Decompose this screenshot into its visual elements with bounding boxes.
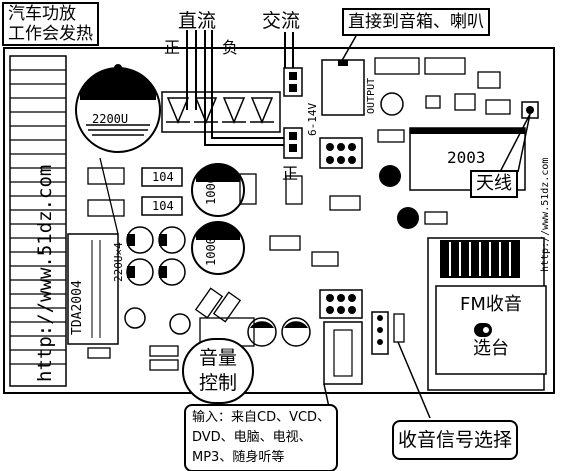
- speaker-output-label: 直接到音箱、喇叭: [342, 8, 490, 36]
- ac-connector: [283, 67, 303, 97]
- bridge-diodes: [161, 91, 281, 133]
- car-amp-note-line2: 工作会发热: [8, 24, 93, 44]
- silk-104-b: 104: [152, 199, 174, 213]
- input-source-label: 输入：来自CD、VCD、 DVD、电脑、电视、 MP3、随身听等: [184, 404, 339, 471]
- fm-label-line2: 选台: [473, 338, 509, 359]
- silk-1000u-b: 1000U: [204, 229, 218, 266]
- silk-2200u: 2200U: [92, 112, 129, 126]
- capacitor-2200u-stripe: [80, 67, 156, 100]
- heatsink-fins: [10, 69, 66, 365]
- input-jack: [323, 321, 363, 385]
- input-source-line1: 输入：来自CD、VCD、: [192, 410, 331, 425]
- volume-label: 音量 控制: [182, 338, 254, 404]
- car-amp-note: 汽车功放 工作会发热: [2, 2, 99, 46]
- fm-label: FM收音 选台: [446, 292, 536, 362]
- silk-1000u-a: 1000U: [204, 168, 218, 205]
- output-connector: [321, 59, 365, 116]
- silk-tda2004: TDA2004: [70, 280, 85, 335]
- capacitors-220u: [126, 226, 186, 286]
- power-leader-lines: [186, 30, 294, 146]
- tda2004-chip: [67, 233, 119, 345]
- antenna-label: 天线: [470, 170, 518, 198]
- positive-top-label: 正: [164, 38, 181, 57]
- ac-label: 交流: [262, 10, 301, 32]
- silk-url-left: http://www.51dz.com: [34, 164, 56, 382]
- silk-url-right: http://www.51dz.com: [540, 157, 551, 272]
- signal-select-label: 收音信号选择: [392, 420, 519, 460]
- silk-2003: 2003: [447, 148, 486, 167]
- silk-output: OUTPUT: [366, 77, 377, 114]
- capacitor-104-a: [141, 167, 183, 187]
- positive-bottom-label: 正: [282, 164, 299, 183]
- heatsink-outline: [9, 55, 67, 387]
- capacitor-104-b: [141, 196, 183, 216]
- input-source-line3: MP3、随身听等: [192, 450, 285, 465]
- negative-label: 负: [222, 38, 239, 57]
- silk-6-14v: 6-14V: [306, 102, 319, 136]
- volume-label-line1: 音量: [198, 347, 237, 369]
- silk-104-a: 104: [152, 170, 174, 184]
- pcb-outline: [3, 47, 555, 394]
- silk-220u-x4: 220U×4: [112, 242, 125, 282]
- dc-connector: [283, 127, 303, 159]
- volume-label-line2: 控制: [198, 372, 237, 394]
- car-amp-note-line1: 汽车功放: [8, 4, 76, 24]
- input-source-line2: DVD、电脑、电视、: [192, 430, 312, 445]
- dc-label: 直流: [178, 10, 217, 32]
- fm-label-line1: FM收音: [460, 294, 522, 315]
